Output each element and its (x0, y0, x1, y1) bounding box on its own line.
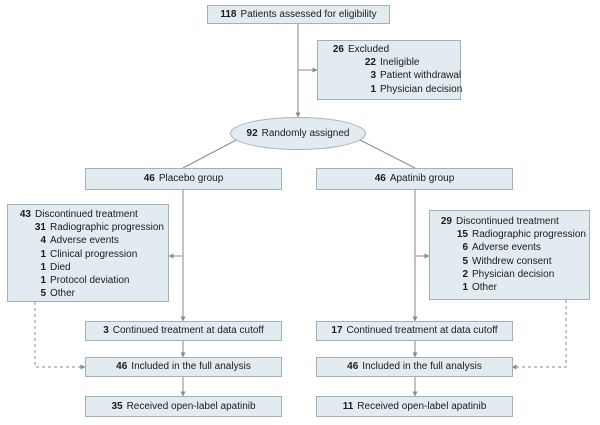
placebo-group-box: 46 Placebo group (85, 168, 282, 190)
list-item: 15 Radiographic progression (456, 229, 586, 241)
apatinib-analysis-box: 46 Included in the full analysis (316, 357, 513, 377)
apatinib-group-box: 46 Apatinib group (316, 168, 513, 190)
placebo-openlabel-box: 35 Received open-label apatinib (85, 396, 282, 417)
placebo-analysis-box: 46 Included in the full analysis (85, 357, 282, 377)
list-item: 1 Died (40, 261, 71, 273)
list-item: 31 Radiographic progression (34, 222, 164, 234)
placebo-discontinued-box: 43 Discontinued treatment 31 Radiographi… (7, 204, 169, 302)
list-item: 1 Clinical progression (40, 248, 138, 260)
apatinib-discontinued-header: 29 Discontinued treatment (440, 216, 559, 227)
dashed-apatinib-discontinued-to-analysis (511, 300, 567, 370)
list-item: 1 Physician decision (370, 83, 463, 95)
list-item: 6 Adverse events (462, 242, 541, 254)
list-item: 3 Patient withdrawal (370, 70, 462, 82)
apatinib-continued-box: 17 Continued treatment at data cutoff (316, 321, 513, 341)
excluded-box: 26 Excluded 22 Ineligible 3 Patient with… (317, 40, 463, 100)
list-item: 22 Ineligible (364, 57, 420, 69)
list-item: 2 Physician decision (462, 268, 555, 280)
placebo-continued-box: 3 Continued treatment at data cutoff (85, 321, 282, 341)
assessed-box: 118 Patients assessed for eligibility (207, 5, 390, 24)
excluded-count: 26 (332, 44, 344, 55)
assessed-label: Patients assessed for eligibility (240, 8, 377, 20)
excluded-label: Excluded (348, 44, 390, 55)
randomized-oval: 92 Randomly assigned (230, 117, 366, 150)
list-item: 1 Other (462, 281, 498, 293)
excluded-header: 26 Excluded (324, 45, 454, 58)
randomized-label: Randomly assigned (261, 128, 350, 139)
randomized-count: 92 (246, 128, 258, 139)
line-randomized-to-apatinib (355, 137, 416, 169)
list-item: 1 Protocol deviation (40, 274, 130, 286)
list-item: 5 Withdrew consent (462, 255, 552, 267)
assessed-count: 118 (220, 8, 237, 20)
placebo-discontinued-header: 43 Discontinued treatment (19, 209, 138, 220)
list-item: 4 Adverse events (40, 235, 119, 247)
list-item: 5 Other (40, 288, 76, 300)
apatinib-openlabel-box: 11 Received open-label apatinib (316, 396, 513, 417)
apatinib-discontinued-box: 29 Discontinued treatment 15 Radiographi… (429, 210, 590, 300)
dashed-placebo-discontinued-to-analysis (34, 302, 86, 370)
line-randomized-to-placebo (182, 137, 241, 169)
